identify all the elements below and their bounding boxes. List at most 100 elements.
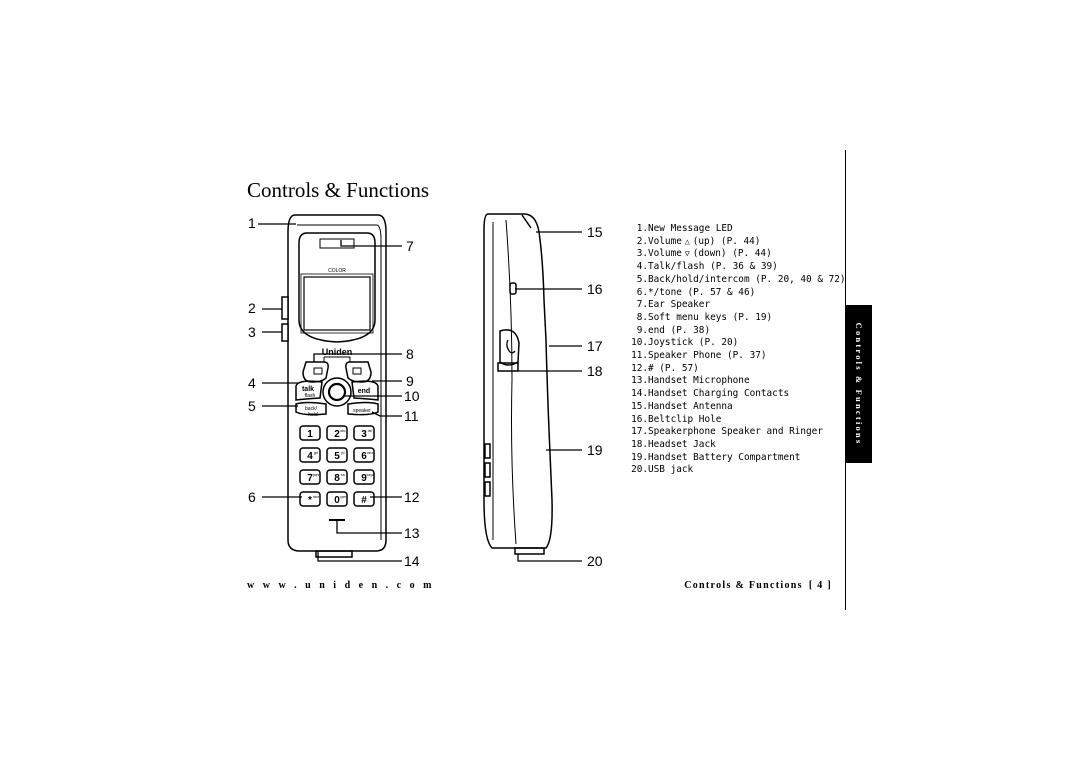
ear-speaker — [319, 238, 355, 249]
front-handset-body — [287, 214, 387, 552]
legend-item: 8.Soft menu keys (P. 19) — [624, 312, 846, 325]
keypad-digit: 2 — [334, 429, 340, 440]
footer-section-title: Controls & Functions — [684, 580, 803, 591]
legend-item-text: Beltclip Hole — [648, 413, 722, 425]
legend-item: 5.Back/hold/intercom (P. 20, 40 & 72) — [624, 274, 846, 287]
keypad-digit: 6 — [361, 451, 367, 462]
legend-item-number: 1. — [636, 223, 648, 234]
legend-item-text: Talk/flash (P. 36 & 39) — [648, 261, 778, 273]
legend-item: 12.# (P. 57) — [624, 363, 846, 376]
legend-item-text: end (P. 38) — [648, 324, 711, 336]
screen-label: COLOR — [328, 268, 346, 274]
key-5 — [326, 447, 348, 463]
key-8 — [326, 469, 348, 485]
keypad-digit: * — [308, 495, 312, 506]
callout-6: 6 — [248, 489, 256, 505]
legend-item-text: Handset Charging Contacts — [648, 388, 790, 400]
callout-10: 10 — [404, 388, 420, 404]
key-2 — [326, 425, 348, 441]
legend-item-text: New Message LED — [648, 223, 733, 234]
legend-item: 20.USB jack — [624, 464, 846, 477]
antenna-step — [521, 214, 532, 229]
legend-item-number: 12. — [631, 362, 648, 374]
keypad-letters: mno — [367, 451, 373, 455]
keypad-digit: 0 — [334, 495, 340, 506]
keypad-digit: 8 — [334, 473, 340, 484]
keypad-digit: 9 — [361, 473, 367, 484]
callout-5: 5 — [248, 398, 256, 414]
legend-item-number: 9. — [636, 324, 648, 336]
lcd-screen — [303, 276, 371, 331]
callout-3: 3 — [248, 324, 256, 340]
legend-item: 7.Ear Speaker — [624, 299, 846, 312]
footer-website: w w w . u n i d e n . c o m — [247, 580, 435, 591]
callout-17: 17 — [587, 338, 603, 354]
soft-key-right — [345, 361, 372, 383]
legend-item: 4.Talk/flash (P. 36 & 39) — [624, 261, 846, 274]
triangle-up-icon: △ — [684, 236, 690, 246]
legend-item-text: Handset Antenna — [648, 400, 733, 412]
talk-key — [295, 380, 323, 401]
legend-item-number: 10. — [631, 337, 648, 349]
end-key-label: end — [358, 388, 370, 395]
legend-item: 6.*/tone (P. 57 & 46) — [624, 287, 846, 300]
legend-item-text: Volume — [648, 248, 682, 260]
soft-key-left — [302, 361, 329, 383]
legend-item-number: 5. — [636, 273, 648, 285]
legend-item-text: Speakerphone Speaker and Ringer — [648, 426, 823, 438]
keypad-letters: tuv — [341, 473, 346, 477]
legend-item-text: Soft menu keys (P. 19) — [648, 311, 773, 323]
key-0 — [326, 491, 348, 507]
legend-item: 17.Speakerphone Speaker and Ringer — [624, 426, 846, 439]
page-number: [ 4 ] — [808, 580, 832, 591]
soft-key-left-icon — [313, 367, 323, 375]
keypad-digit: 1 — [307, 429, 313, 440]
hold-key-label: hold — [308, 412, 318, 418]
legend-item-text: */tone (P. 57 & 46) — [648, 286, 756, 298]
key-4 — [299, 447, 321, 463]
callout-18: 18 — [587, 363, 603, 379]
legend-item: 1.New Message LED — [624, 223, 846, 236]
legend-item: 16.Beltclip Hole — [624, 414, 846, 427]
callout-20: 20 — [587, 553, 603, 569]
callout-19: 19 — [587, 442, 603, 458]
legend-item-number: 11. — [631, 350, 648, 362]
key-hash — [353, 491, 375, 507]
keypad-digit: # — [361, 495, 367, 506]
legend-item-number: 20. — [631, 464, 648, 476]
back-key-label: back/ — [305, 406, 318, 412]
back-hold-key — [295, 401, 327, 416]
keypad-letters: abc — [340, 429, 346, 433]
talk-key-label: talk — [302, 386, 314, 393]
keypad-letters: tone — [313, 495, 319, 499]
legend-item: 14.Handset Charging Contacts — [624, 388, 846, 401]
callout-4: 4 — [248, 375, 256, 391]
legend-item-number: 17. — [631, 426, 648, 438]
legend-item: 15.Handset Antenna — [624, 401, 846, 414]
legend-item-text: Handset Microphone — [648, 375, 750, 387]
callout-8: 8 — [406, 346, 414, 362]
keypad-letters: wxyz — [366, 473, 373, 477]
headset-jack-housing — [499, 329, 520, 366]
legend-item-text: Ear Speaker — [648, 299, 711, 311]
legend-item-number: 8. — [636, 311, 648, 323]
footer-page-label: Controls & Functions [ 4 ] — [684, 580, 832, 591]
legend-item: 11.Speaker Phone (P. 37) — [624, 350, 846, 363]
usb-jack — [514, 547, 545, 555]
side-tab-label: Controls & Functions — [854, 322, 864, 446]
brand-logo: Uniden — [322, 347, 353, 357]
legend-item: 10.Joystick (P. 20) — [624, 337, 846, 350]
legend-item-text: (down) (P. 44) — [692, 248, 772, 260]
callout-12: 12 — [404, 489, 420, 505]
key-9 — [353, 469, 375, 485]
legend-item-number: 2. — [636, 235, 648, 247]
legend-item: 2.Volume△(up) (P. 44) — [624, 236, 846, 249]
legend-item-number: 15. — [631, 400, 648, 412]
legend-item-text: # (P. 57) — [648, 362, 699, 374]
callout-7: 7 — [406, 238, 414, 254]
legend-item-text: Speaker Phone (P. 37) — [648, 350, 767, 362]
legend-item-number: 7. — [636, 299, 648, 311]
callout-9: 9 — [406, 373, 414, 389]
speaker-key-label: speaker — [353, 408, 371, 414]
